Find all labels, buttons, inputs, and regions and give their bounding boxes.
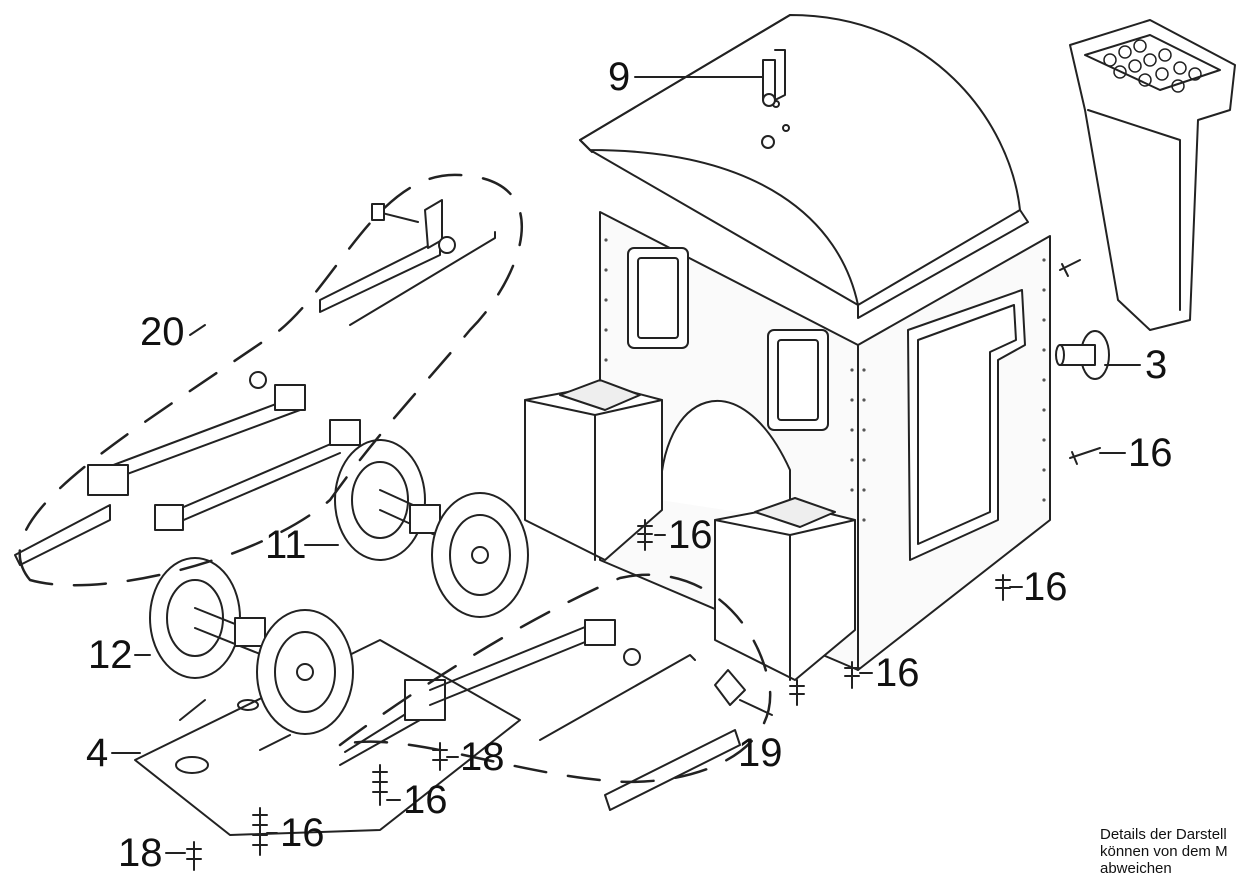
- cab-body: [599, 211, 1051, 671]
- callout-11: 11: [265, 523, 307, 567]
- callout-9: 9: [608, 55, 631, 99]
- buffer: [1055, 330, 1110, 380]
- screws: [186, 259, 1101, 871]
- disclaimer-line-1: Details der Darstell: [1100, 826, 1227, 843]
- leader-lines: [111, 76, 1141, 854]
- disclaimer-line-2: können von dem M: [1100, 843, 1228, 860]
- wheelset-12: [149, 557, 354, 735]
- callout-16-bottom-right: 16: [875, 651, 920, 695]
- group-outline-20: [18, 173, 523, 587]
- callout-20: 20: [140, 310, 185, 354]
- callout-3: 3: [1145, 343, 1168, 387]
- wheelset-11: [334, 439, 529, 618]
- weight-box-left: [524, 379, 663, 561]
- callout-16-bottom-left: 16: [280, 811, 325, 855]
- coal-bunker: [1069, 19, 1236, 331]
- callout-4: 4: [86, 731, 109, 775]
- callout-16-right: 16: [1128, 431, 1173, 475]
- callout-19: 19: [738, 731, 783, 775]
- callout-18-bottom-left: 18: [118, 831, 163, 875]
- group-outline-19: [338, 573, 772, 784]
- whistle: [762, 49, 786, 107]
- valve-gear-20: [319, 199, 496, 326]
- cab-roof: [579, 14, 1029, 319]
- disclaimer-note: Details der Darstell können von dem M ab…: [1100, 826, 1228, 877]
- weight-box-right: [714, 497, 856, 681]
- callout-12: 12: [88, 633, 133, 677]
- disclaimer-line-3: abweichen: [1100, 860, 1172, 877]
- valve-gear-19: [539, 654, 773, 811]
- coupling-rods: [14, 371, 641, 766]
- callout-16-bottom-center: 16: [403, 778, 448, 822]
- callout-18-center: 18: [460, 735, 505, 779]
- callout-16-lower-right: 16: [1023, 565, 1068, 609]
- callout-16-center: 16: [668, 513, 713, 557]
